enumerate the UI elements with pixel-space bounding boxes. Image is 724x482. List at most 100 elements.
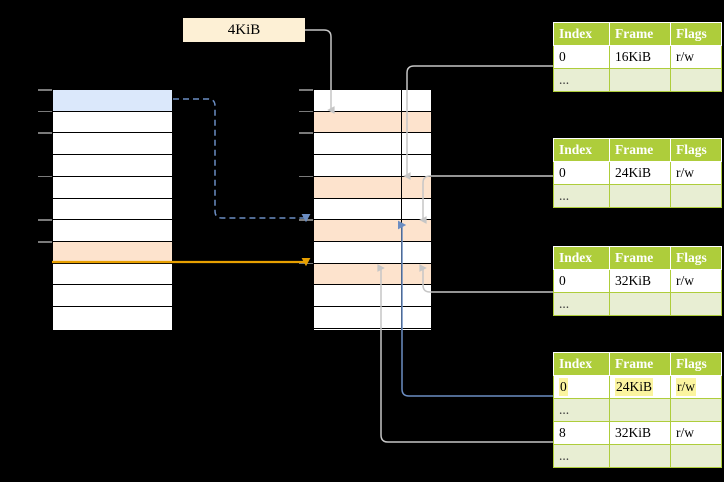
memory-row (314, 241, 431, 264)
memory-row (314, 133, 431, 156)
cell-flags: r/w (670, 420, 722, 446)
column-header-flags: Flags (670, 246, 722, 270)
cell-index: 0 (553, 44, 610, 69)
table-row: 0 16KiB r/w (553, 44, 722, 69)
row-tick-mark (38, 89, 52, 91)
table-row: 8 32KiB r/w (553, 420, 722, 446)
row-tick-mark (299, 110, 313, 113)
cell-frame-value: 24KiB (615, 377, 654, 396)
row-tick-mark (38, 110, 52, 113)
page-table-level-1: Index Frame Flags 0 24KiB r/w ... (553, 138, 722, 208)
column-header-index: Index (553, 138, 610, 162)
column-header-flags: Flags (670, 138, 722, 162)
wire-pt2-to-frame (419, 264, 553, 293)
table-row: ... (553, 67, 722, 92)
column-header-frame: Frame (609, 22, 671, 46)
cell-flags: r/w (670, 268, 722, 293)
memory-row (314, 90, 431, 112)
table-row: ... (553, 444, 722, 469)
row-tick-mark (299, 262, 313, 265)
row-tick-mark (299, 132, 313, 134)
page-table-level-0: Index Frame Flags 0 16KiB r/w ... (553, 22, 722, 92)
cell-frame: 16KiB (609, 44, 671, 69)
column-header-frame: Frame (609, 138, 671, 162)
cell-flags-value: r/w (676, 377, 696, 396)
row-tick-mark (299, 175, 313, 178)
cell-index: 0 (553, 160, 610, 185)
column-header-flags: Flags (670, 352, 722, 376)
row-tick-mark (38, 219, 52, 221)
memory-row (314, 307, 431, 329)
memory-row (314, 220, 431, 242)
wire-virtual-blue-to-physical (173, 98, 311, 223)
cell-frame (609, 183, 671, 208)
memory-row (314, 198, 431, 221)
page-size-label: 4KiB (183, 18, 305, 42)
table-row: ... (553, 291, 722, 316)
cell-index-value: 0 (559, 377, 568, 396)
cell-index: 0 (553, 268, 610, 293)
memory-row (53, 285, 172, 308)
cell-index: ... (553, 291, 610, 316)
memory-row (314, 111, 431, 134)
cell-flags (670, 67, 722, 92)
column-header-index: Index (553, 352, 610, 376)
cell-flags: r/w (670, 374, 722, 399)
cell-frame: 24KiB (609, 374, 671, 399)
physical-memory-table (313, 89, 432, 331)
column-header-frame: Frame (609, 352, 671, 376)
virtual-address-space-table (52, 89, 173, 331)
memory-row (53, 263, 172, 286)
cell-frame (609, 397, 671, 422)
cell-index: ... (553, 183, 610, 208)
memory-row (53, 111, 172, 134)
page-table-level-2: Index Frame Flags 0 32KiB r/w ... (553, 246, 722, 316)
wire-pt1-to-frame (419, 175, 553, 224)
memory-row (53, 307, 172, 329)
column-header-flags: Flags (670, 22, 722, 46)
row-tick-mark (38, 240, 52, 243)
cell-flags: r/w (670, 44, 722, 69)
memory-row (53, 176, 172, 199)
physical-memory-column-divider (401, 90, 403, 330)
cell-index: ... (553, 397, 610, 422)
table-row: ... (553, 183, 722, 208)
cell-flags (670, 291, 722, 316)
table-row: 0 24KiB r/w (553, 160, 722, 185)
column-header-index: Index (553, 246, 610, 270)
cell-frame: 32KiB (609, 268, 671, 293)
cell-frame: 24KiB (609, 160, 671, 185)
memory-row (53, 220, 172, 242)
row-tick-mark (38, 132, 52, 134)
memory-row (314, 285, 431, 308)
cell-frame (609, 444, 671, 469)
cell-flags (670, 444, 722, 469)
cell-flags (670, 397, 722, 422)
cell-frame: 32KiB (609, 420, 671, 446)
memory-row (53, 198, 172, 221)
cell-index: 8 (553, 420, 610, 446)
column-header-frame: Frame (609, 246, 671, 270)
row-tick-mark (299, 219, 313, 221)
memory-row (314, 155, 431, 177)
page-table-level-3: Index Frame Flags 0 24KiB r/w ... 8 32Ki… (553, 352, 722, 469)
cell-index: ... (553, 444, 610, 469)
cell-index: 0 (553, 374, 610, 399)
memory-row (53, 133, 172, 156)
table-row: 0 32KiB r/w (553, 268, 722, 293)
table-row: ... (553, 397, 722, 422)
cell-index: ... (553, 67, 610, 92)
memory-row (53, 241, 172, 264)
memory-row (53, 90, 172, 112)
memory-row (53, 155, 172, 177)
row-tick-mark (299, 89, 313, 91)
cell-frame (609, 291, 671, 316)
row-tick-mark (38, 175, 52, 178)
column-header-index: Index (553, 22, 610, 46)
cell-frame (609, 67, 671, 92)
cell-flags (670, 183, 722, 208)
memory-row (314, 263, 431, 286)
memory-row (314, 176, 431, 199)
table-row: 0 24KiB r/w (553, 374, 722, 399)
